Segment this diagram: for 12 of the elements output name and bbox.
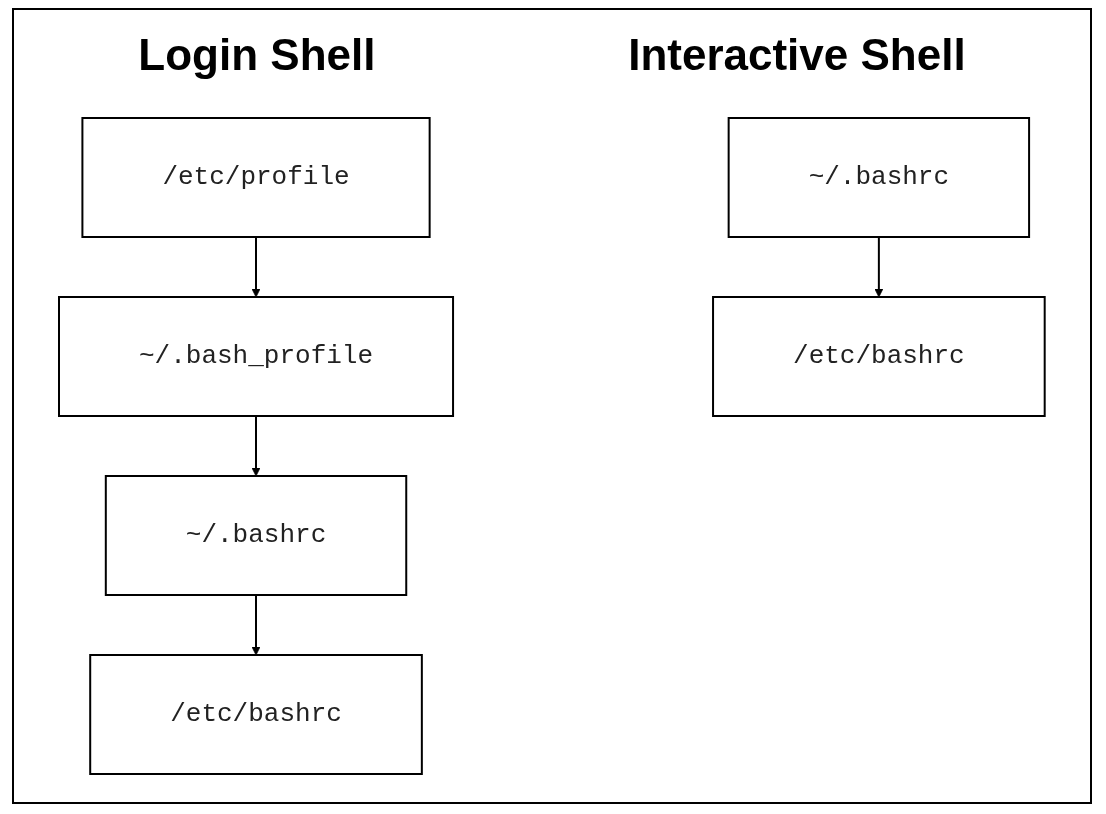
node-box: /etc/profile xyxy=(81,117,431,238)
node-box: ~/.bash_profile xyxy=(58,296,455,417)
arrow xyxy=(251,236,261,298)
node-box: ~/.bashrc xyxy=(727,117,1031,238)
node-box: ~/.bashrc xyxy=(104,475,408,596)
arrow xyxy=(874,236,884,298)
arrow xyxy=(251,594,261,656)
node-box: /etc/bashrc xyxy=(712,296,1046,417)
column-heading: Interactive Shell xyxy=(628,30,966,80)
column-heading: Login Shell xyxy=(138,30,376,80)
node-box: /etc/bashrc xyxy=(89,654,423,775)
arrow xyxy=(251,415,261,477)
